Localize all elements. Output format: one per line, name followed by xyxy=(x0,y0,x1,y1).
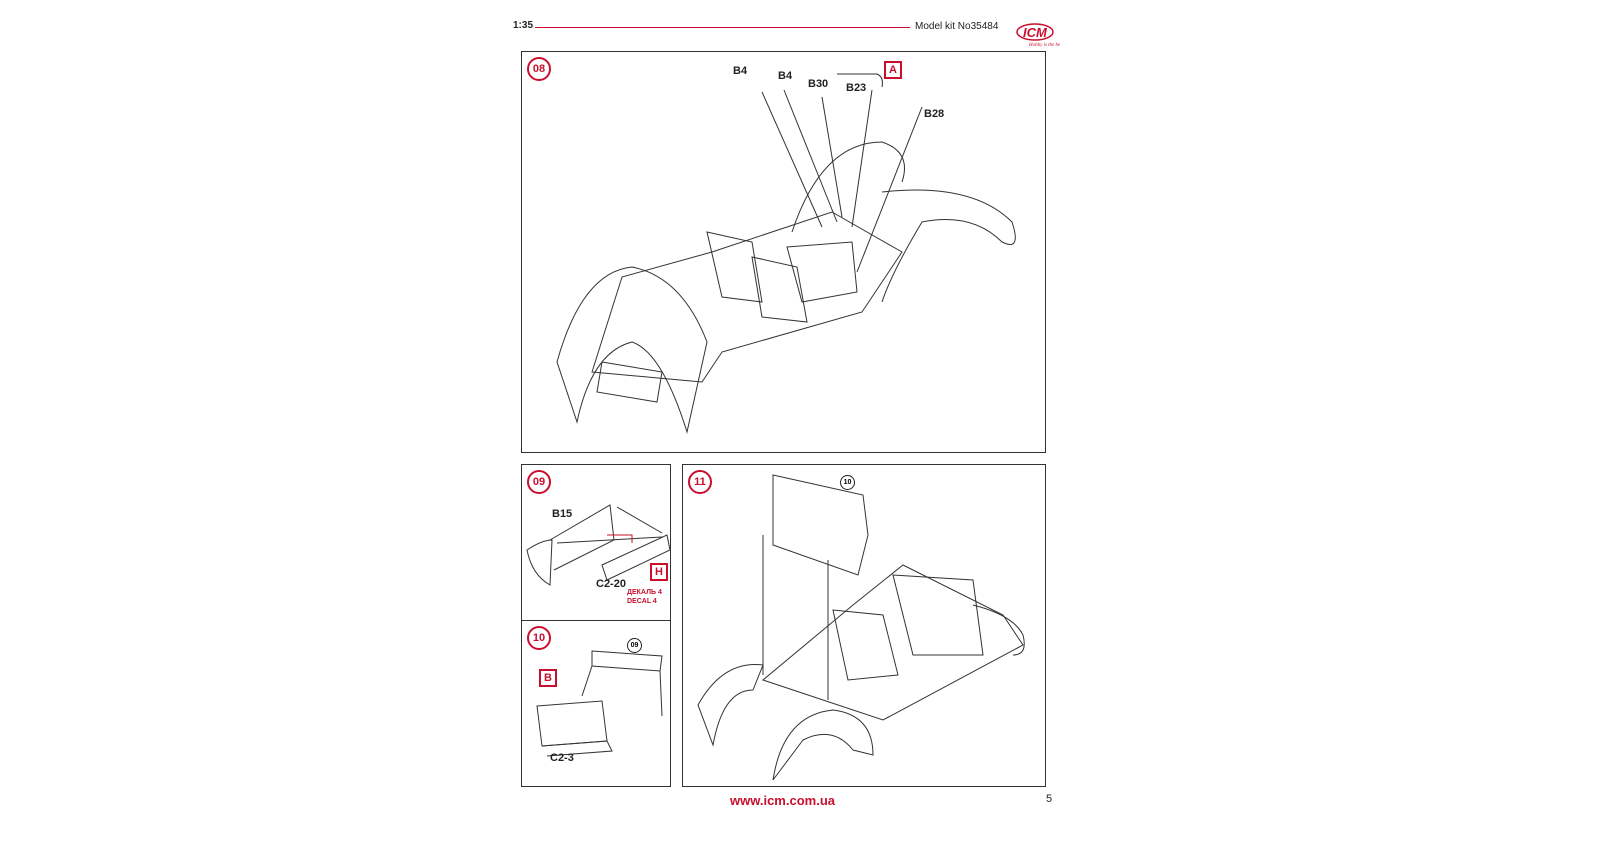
step-09-drawing xyxy=(526,504,670,586)
decal-label-en: DECAL 4 xyxy=(627,598,657,605)
step-10-panel: 10 09 B C2-3 xyxy=(521,620,671,787)
model-kit-label: Model kit No35484 xyxy=(915,21,999,32)
step-08-panel: 08 B4 B4 B30 B23 B28 A xyxy=(521,51,1046,453)
scale-label: 1:35 xyxy=(513,20,534,31)
step-number: 08 xyxy=(527,57,551,81)
step-09-panel: 09 B15 C2-20 H ДЕКАЛЬ 4 DECAL 4 xyxy=(521,464,671,621)
step-11-panel: 11 10 xyxy=(682,464,1046,787)
svg-text:Hobby is the best: Hobby is the best xyxy=(1028,43,1060,48)
part-label: B4 xyxy=(778,70,793,82)
part-label: B15 xyxy=(552,508,573,520)
step-10-drawing xyxy=(536,650,663,757)
color-ref-box: A xyxy=(884,61,902,79)
page-number: 5 xyxy=(1046,793,1053,805)
step-number: 09 xyxy=(527,470,551,494)
part-label: B4 xyxy=(733,65,748,77)
subassembly-ref: 10 xyxy=(840,475,855,490)
decal-label-ru: ДЕКАЛЬ 4 xyxy=(627,589,662,596)
step-number: 10 xyxy=(527,626,551,650)
part-label: B23 xyxy=(846,82,867,94)
header-rule xyxy=(535,27,910,28)
part-label: B28 xyxy=(924,108,945,120)
website-link[interactable]: www.icm.com.ua xyxy=(730,793,835,808)
part-label: C2-20 xyxy=(596,578,626,590)
step-08-drawing xyxy=(556,73,1016,434)
part-label: B30 xyxy=(808,78,829,90)
step-11-drawing xyxy=(697,474,1025,781)
subassembly-ref: 09 xyxy=(627,638,642,653)
color-ref-box: H xyxy=(650,563,668,581)
color-ref-box: B xyxy=(539,669,557,687)
icm-logo: ICM Hobby is the best xyxy=(1015,20,1060,48)
part-label: C2-3 xyxy=(550,752,574,764)
step-number: 11 xyxy=(688,470,712,494)
svg-text:ICM: ICM xyxy=(1023,25,1048,40)
